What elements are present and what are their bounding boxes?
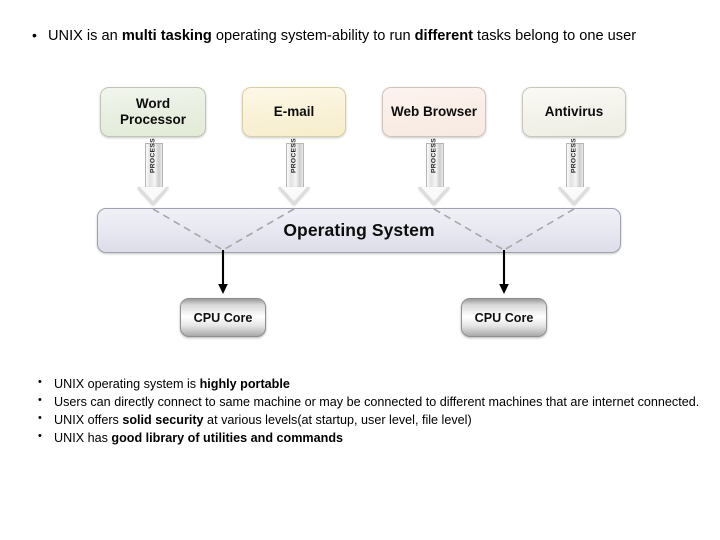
operating-system-box[interactable]: Operating System — [97, 208, 621, 253]
cpu-arrow-head — [218, 284, 228, 294]
cpu-core-box-right[interactable]: CPU Core — [461, 298, 547, 337]
process-arrow-label: PROCESS — [430, 137, 438, 174]
feature-bullet-text: Users can directly connect to same machi… — [54, 395, 699, 409]
text-emphasis: multi tasking — [121, 28, 212, 44]
app-box-label: Word Processor — [119, 96, 187, 127]
operating-system-label: Operating System — [283, 220, 435, 240]
text-run: operating system-ability to run — [211, 28, 415, 44]
process-arrow-label: PROCESS — [290, 137, 298, 174]
app-box-label: Antivirus — [544, 104, 604, 120]
process-arrow-label: PROCESS — [570, 137, 578, 174]
app-box-label: E-mail — [273, 104, 315, 120]
feature-bullet-item: UNIX operating system is highly portable — [24, 375, 706, 393]
text-run: UNIX offers — [54, 413, 123, 428]
cpu-core-box-left[interactable]: CPU Core — [180, 298, 266, 337]
os-architecture-diagram: Word Processor E-mail Web Browser Antivi… — [0, 78, 720, 353]
arrow-head — [558, 187, 590, 205]
app-box-word-processor[interactable]: Word Processor — [100, 87, 206, 137]
arrow-head — [278, 187, 310, 205]
text-emphasis: good library of utilities and commands — [111, 431, 344, 446]
text-emphasis: solid security — [122, 413, 204, 428]
app-box-label: Web Browser — [390, 104, 478, 120]
feature-bullet-item: UNIX offers solid security at various le… — [24, 411, 706, 429]
text-run: UNIX operating system is — [54, 377, 200, 391]
feature-bullet-item: UNIX has good library of utilities and c… — [24, 429, 706, 447]
app-box-antivirus[interactable]: Antivirus — [522, 87, 626, 137]
app-box-web-browser[interactable]: Web Browser — [382, 87, 486, 137]
arrow-shaft — [566, 143, 584, 189]
arrow-shaft — [426, 143, 444, 189]
intro-bullet-text: UNIX is an multi tasking operating syste… — [48, 28, 636, 44]
feature-bullet-item: Users can directly connect to same machi… — [24, 393, 706, 411]
text-emphasis: highly portable — [199, 377, 290, 391]
text-run: Users can directly connect to same machi… — [54, 395, 700, 410]
process-arrow-icon: PROCESS — [558, 138, 590, 205]
process-arrow-icon: PROCESS — [418, 138, 450, 205]
intro-bullet-item: UNIX is an multi tasking operating syste… — [24, 26, 704, 47]
feature-bullet-text: UNIX has good library of utilities and c… — [54, 431, 343, 445]
process-arrow-label: PROCESS — [149, 137, 157, 174]
process-arrow-icon: PROCESS — [137, 138, 169, 205]
process-arrow-icon: PROCESS — [278, 138, 310, 205]
feature-bullet-text: UNIX offers solid security at various le… — [54, 413, 472, 427]
cpu-arrow-head — [499, 284, 509, 294]
text-run: at various levels(at startup, user level… — [203, 413, 472, 428]
text-run: UNIX is an — [48, 28, 122, 44]
text-run: tasks belong to one user — [472, 28, 637, 44]
cpu-core-label: CPU Core — [193, 310, 253, 325]
arrow-shaft — [286, 143, 304, 189]
arrow-head — [137, 187, 169, 205]
text-emphasis: different — [414, 28, 473, 44]
feature-bullet-list: UNIX operating system is highly portable… — [24, 375, 706, 448]
cpu-core-label: CPU Core — [474, 310, 534, 325]
feature-bullet-text: UNIX operating system is highly portable — [54, 377, 290, 391]
app-box-email[interactable]: E-mail — [242, 87, 346, 137]
intro-bullet-list: UNIX is an multi tasking operating syste… — [24, 26, 704, 49]
arrow-shaft — [145, 143, 163, 189]
arrow-head — [418, 187, 450, 205]
text-run: UNIX has — [54, 431, 112, 446]
